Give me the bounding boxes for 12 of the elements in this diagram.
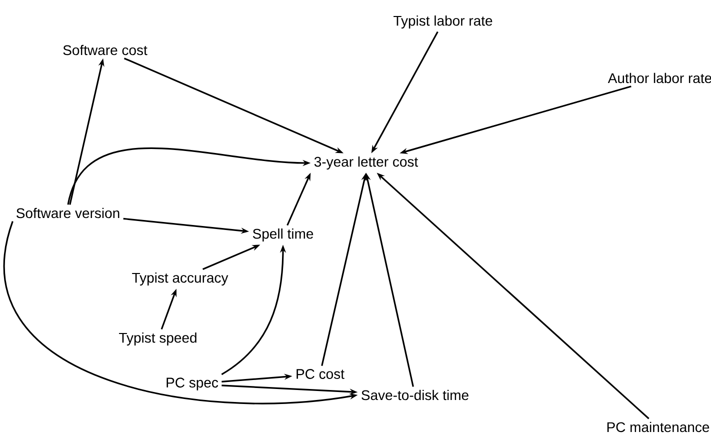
node-label: PC spec: [166, 378, 218, 390]
node-label: Save-to-disk time: [362, 390, 468, 400]
node-label: 3-year letter cost: [314, 156, 418, 170]
node-label: Software cost: [63, 44, 148, 56]
node-label: PC cost: [296, 369, 344, 379]
node-label: PC maintenance: [607, 422, 710, 432]
node-label: Spell time: [252, 228, 314, 242]
node-label: Typist speed: [119, 332, 196, 346]
node-label: Typist labor rate: [394, 15, 492, 29]
node-label: Software version: [16, 208, 120, 218]
node-label: Typist accuracy: [132, 272, 228, 286]
node-label: Author labor rate: [608, 72, 711, 84]
